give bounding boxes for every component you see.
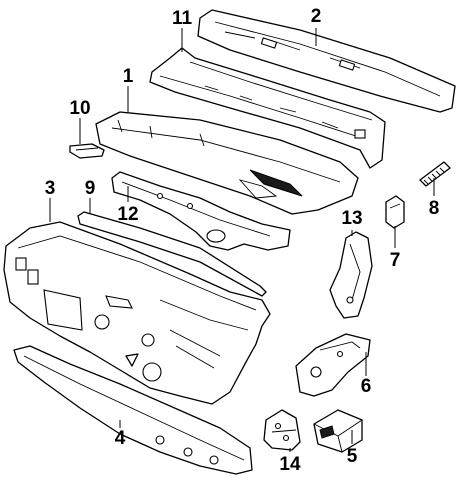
part-6-hinge-bracket: [295, 333, 371, 397]
callout-8: 8: [429, 198, 440, 219]
callout-14: 14: [279, 454, 301, 475]
callout-12: 12: [117, 204, 138, 225]
callout-6: 6: [361, 376, 372, 397]
part-9-seal-strip: [77, 211, 267, 297]
callout-11: 11: [172, 8, 193, 29]
callout-7: 7: [390, 250, 401, 271]
callout-labels: 1 2 3 4 5 6 7 8 9 10 11 12 13 14: [45, 6, 440, 475]
callout-1: 1: [123, 66, 134, 87]
callout-10: 10: [69, 98, 90, 119]
callout-2: 2: [311, 6, 322, 27]
callout-4: 4: [115, 428, 126, 449]
part-5-box-reinforcement: [313, 409, 363, 453]
callout-3: 3: [45, 178, 56, 199]
part-3-dash-panel: [3, 221, 271, 405]
part-4-lower-dash-panel: [13, 345, 253, 475]
part-10-bracket: [69, 143, 105, 159]
part-1-plenum-panel: [95, 111, 359, 215]
part-11-cowl-reinforcement: [149, 47, 386, 169]
part-7-clip: [385, 195, 405, 229]
leader-lines: [49, 28, 435, 452]
callout-9: 9: [85, 178, 96, 199]
part-8-stud: [419, 161, 451, 187]
part-14-mount-plate: [263, 409, 301, 451]
part-2-cowl-panel: [197, 9, 456, 113]
callout-13: 13: [341, 208, 362, 229]
part-13-side-bracket: [329, 231, 373, 319]
part-12-support-brace: [111, 171, 291, 251]
callout-5: 5: [347, 446, 358, 467]
